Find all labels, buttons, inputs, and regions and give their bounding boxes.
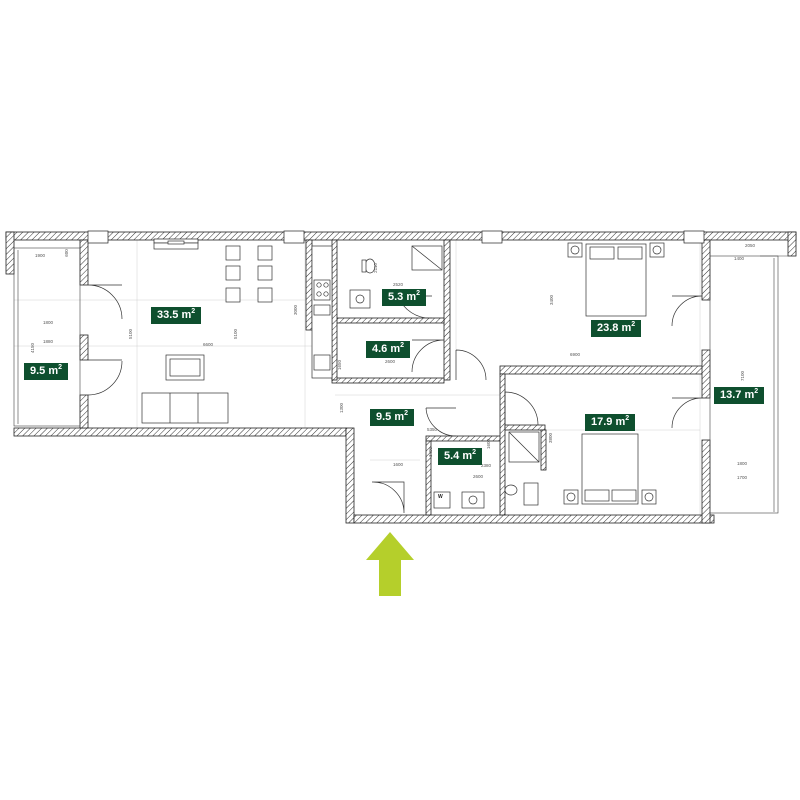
dimension-label: 3000 (293, 304, 298, 315)
dimension-label: 7100 (740, 370, 745, 381)
dimension-label: 2380 (481, 463, 492, 468)
dimension-label: 1650 (337, 359, 342, 370)
terrace-left-outline (13, 247, 81, 427)
dimension-label: 1900 (35, 253, 46, 258)
room-label-hallway: 9.5 m2 (370, 409, 415, 426)
tv-unit (153, 240, 199, 250)
dimension-label: 6600 (203, 342, 214, 347)
room-label-bedroom-1: 23.8 m2 (591, 320, 642, 337)
dimension-label: 3400 (549, 294, 554, 305)
dimension-label: 1700 (737, 475, 748, 480)
bathroom-1-fixtures (349, 245, 443, 309)
dimension-label: 1600 (486, 438, 491, 449)
dimension-label: 3400 (428, 446, 433, 457)
room-label-bathroom-2: 5.4 m2 (438, 448, 483, 465)
room-label-living-kitchen: 33.5 m2 (151, 307, 202, 324)
dimension-label: 600 (64, 249, 69, 257)
dimension-label: 1800 (43, 320, 54, 325)
dimension-label: 2520 (393, 282, 404, 287)
room-label-terrace-right: 13.7 m2 (714, 387, 765, 404)
washer-mark: W (438, 494, 443, 500)
bedroom-1-bed (567, 242, 665, 317)
doors (87, 284, 703, 514)
entrance-arrow-icon (366, 532, 414, 596)
dimension-label: 1300 (339, 402, 344, 413)
dimension-label: 5350 (427, 427, 438, 432)
dimension-label: 1600 (393, 462, 404, 467)
dimension-label: 6900 (570, 352, 581, 357)
dimension-label: 2600 (385, 359, 396, 364)
walls (5, 231, 797, 524)
bedroom-2-bed (563, 433, 657, 505)
dimension-label: 2110 (373, 263, 378, 273)
dimension-label: 5100 (233, 328, 238, 339)
living-furniture (141, 354, 229, 424)
dimension-label: 1800 (737, 461, 748, 466)
dimension-label: 2600 (473, 474, 484, 479)
room-label-bathroom-1: 5.3 m2 (382, 289, 427, 306)
room-label-storage: 4.6 m2 (366, 341, 411, 358)
dimension-label: 2050 (745, 243, 756, 248)
room-label-terrace-left: 9.5 m2 (24, 363, 69, 380)
bathroom-2-fixtures (433, 431, 540, 509)
terrace-right-outline (709, 255, 796, 514)
room-label-bedroom-2: 17.9 m2 (585, 414, 636, 431)
dimension-label: 1400 (734, 256, 745, 261)
dimension-label: 1880 (43, 339, 54, 344)
dimension-label: 5100 (128, 328, 133, 339)
dimension-label: 4150 (30, 342, 35, 353)
dimension-label: 3800 (548, 432, 553, 443)
kitchen-unit (311, 245, 333, 379)
dining-set (225, 245, 273, 303)
dimension-labels: 1900 600 1800 4150 1880 5100 5100 6600 3000 2520 2… (30, 243, 756, 480)
